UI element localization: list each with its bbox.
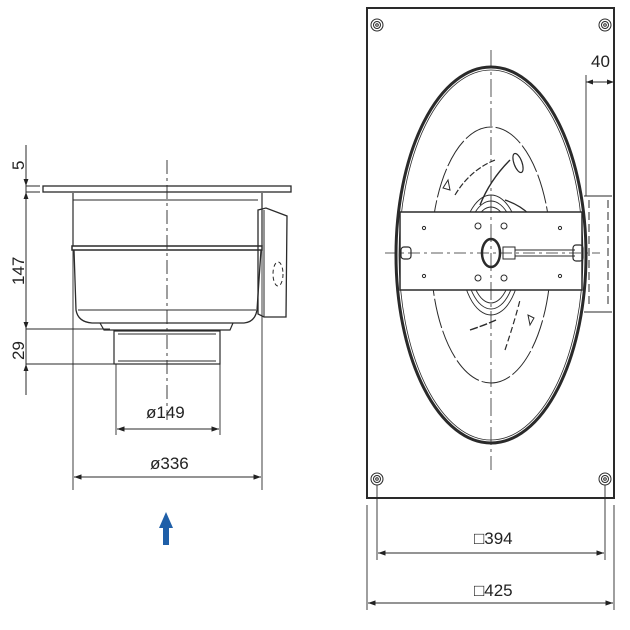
- dim-plate-size: □425: [474, 581, 513, 600]
- front-view: [366, 7, 615, 610]
- dim-hole-pitch: □394: [474, 529, 513, 548]
- dim-body-diameter: ø336: [150, 454, 189, 473]
- arrow-up-icon: [159, 512, 173, 545]
- side-view: [23, 145, 292, 490]
- dim-body-height: 147: [9, 256, 28, 285]
- support-bar: [399, 211, 583, 291]
- terminal-box: [257, 207, 288, 318]
- dim-terminal-box-offset: 40: [591, 52, 610, 71]
- dim-inlet-diameter: ø149: [146, 403, 185, 422]
- mounting-plate: [366, 7, 615, 499]
- mounting-hole-icon: [370, 18, 612, 486]
- dim-flange-thickness: 5: [9, 160, 28, 170]
- dim-inlet-height: 29: [9, 341, 28, 360]
